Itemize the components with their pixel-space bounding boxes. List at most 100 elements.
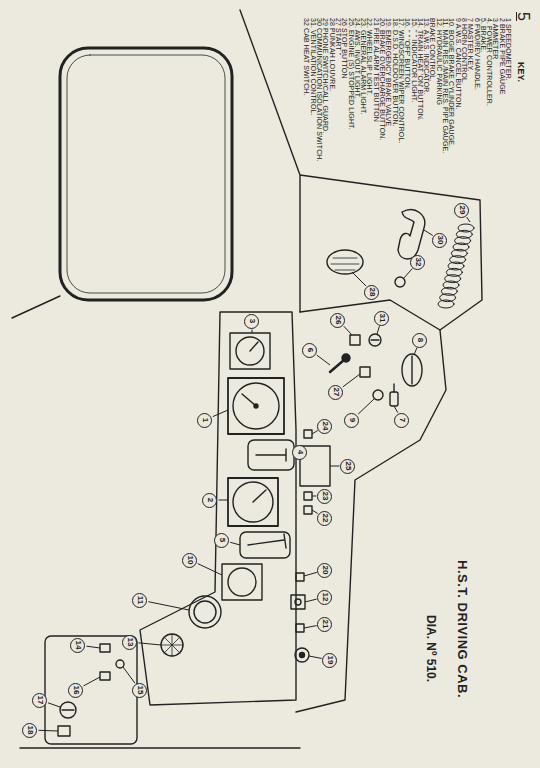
callout-number: 23 xyxy=(321,492,329,501)
bogie-gauge xyxy=(222,564,262,600)
emergency-valve xyxy=(295,648,309,662)
key-entry: 21 FIRE ALARM TEST BUTTON xyxy=(372,18,378,223)
drawing-stroke xyxy=(233,383,279,429)
callout-number: 20 xyxy=(321,566,329,575)
main-res-gauge xyxy=(189,596,221,628)
drawing-stroke xyxy=(256,449,286,461)
callout-circle: 17 xyxy=(33,693,48,708)
callout-circle: 13 xyxy=(123,635,138,650)
key-entry: 20. BRAKE OVERCHARGE BUTTON. xyxy=(379,18,385,223)
drawing-stroke xyxy=(300,653,305,658)
callout-circle: 3 xyxy=(245,314,260,329)
callout-circle: 19 xyxy=(323,653,338,668)
callout-circle: 21 xyxy=(318,617,333,632)
callout-number: 6 xyxy=(306,348,314,352)
button xyxy=(58,726,70,736)
key-entry: 32 CAB HEAT SWITCH. xyxy=(303,18,309,223)
leader-line xyxy=(343,374,360,387)
button xyxy=(100,644,110,652)
key-heading: KEY. xyxy=(516,62,526,82)
callout-circle: 6 xyxy=(303,343,318,358)
stop-button xyxy=(350,335,360,345)
button xyxy=(100,672,110,680)
key-entry: 23. GENERAL ALARM LIGHT. xyxy=(360,18,366,223)
leader-line xyxy=(304,572,317,576)
callout-number: 12 xyxy=(321,593,329,602)
key-entry: 2 BRAKE PIPE GAUGE xyxy=(498,18,504,223)
cab-heat-switch xyxy=(395,277,405,287)
drawing-stroke xyxy=(250,342,258,351)
leader-line xyxy=(48,703,60,707)
callout-number: 5 xyxy=(218,538,226,542)
brake-handle xyxy=(240,532,290,558)
start-button xyxy=(360,367,370,377)
leader-line xyxy=(309,656,322,658)
key-entry: 3 AMMETER xyxy=(492,18,498,223)
horn-control xyxy=(402,354,422,386)
leader-line xyxy=(344,326,352,335)
leader-line xyxy=(219,500,229,501)
leader-line xyxy=(148,602,189,610)
key-entry: 18. D.S.D. HOLDOVER BUTTON. xyxy=(391,18,397,223)
callout-number: 9 xyxy=(348,418,356,422)
callout-circle: 12 xyxy=(318,590,333,605)
key-entry: 29 PHONE SWITCH/CALL GUARD. xyxy=(322,18,328,223)
callout-number: 26 xyxy=(334,316,342,325)
wiper-control xyxy=(60,702,76,718)
button xyxy=(296,573,304,581)
drawing-stroke xyxy=(242,394,256,406)
callout-number: 18 xyxy=(26,726,34,735)
key-entry: 16. " " 'OFF' BUTTON. xyxy=(404,18,410,223)
leader-line xyxy=(467,217,470,222)
callout-circle: 27 xyxy=(329,385,344,400)
leader-line xyxy=(83,677,100,686)
drawing-stroke xyxy=(228,568,256,596)
leader-line xyxy=(394,406,398,413)
drawing-stroke xyxy=(253,490,266,502)
callout-number: 1 xyxy=(201,418,209,422)
instrument-panel xyxy=(140,312,296,705)
leader-line xyxy=(213,410,228,417)
drawing-stroke xyxy=(161,634,183,656)
callout-circle: 14 xyxy=(71,638,86,653)
callout-number: 8 xyxy=(416,338,424,342)
callout-number: 14 xyxy=(74,641,82,650)
drawing-stroke xyxy=(371,339,379,340)
callout-circle: 4 xyxy=(293,445,308,460)
leader-line xyxy=(252,330,253,334)
handset xyxy=(398,210,425,259)
callout-circle: 2 xyxy=(203,493,218,508)
key-entry: 7 MASTER KEY. xyxy=(467,18,473,223)
callout-circle: 32 xyxy=(411,255,426,270)
key-entry: 13. A.W.S. INDICATOR. xyxy=(423,18,429,223)
key-entry: 15. " " INDICATOR LIGHT. xyxy=(410,18,416,223)
key-entry: 4. POWER CONTROLLER. xyxy=(486,18,492,223)
cord-loop xyxy=(438,300,454,308)
key-list: 1 SPEEDOMETER.2 BRAKE PIPE GAUGE3 AMMETE… xyxy=(303,18,511,223)
button xyxy=(296,624,304,632)
leader-line xyxy=(358,399,374,414)
light xyxy=(116,660,124,668)
windscreen-outline xyxy=(60,48,232,300)
leader-line xyxy=(404,268,412,278)
callout-number: 32 xyxy=(414,258,422,267)
leader-line xyxy=(312,430,318,434)
brake-pipe-gauge xyxy=(228,478,278,526)
drawing-stroke xyxy=(295,599,301,605)
callout-circle: 26 xyxy=(331,313,346,328)
key-entry: 8 HORN CONTROL. xyxy=(461,18,467,223)
power-controller xyxy=(248,440,294,470)
callout-circle: 16 xyxy=(69,683,84,698)
callout-number: 11 xyxy=(136,596,144,604)
callout-number: 24 xyxy=(321,422,329,431)
key-entry: 17. WINDSCREEN WIPER CONTROL. xyxy=(398,18,404,223)
drawing-stroke xyxy=(194,601,216,623)
punkah-louvre xyxy=(327,250,363,274)
leader-line xyxy=(305,599,317,602)
key-entry: 27 START " xyxy=(335,18,341,223)
key-entry: 25. ENGINE (S) STOPPED LIGHT. xyxy=(347,18,353,223)
drawing-stroke xyxy=(393,384,394,392)
callout-circle: 9 xyxy=(345,413,360,428)
callout-circle: 25 xyxy=(341,459,356,474)
